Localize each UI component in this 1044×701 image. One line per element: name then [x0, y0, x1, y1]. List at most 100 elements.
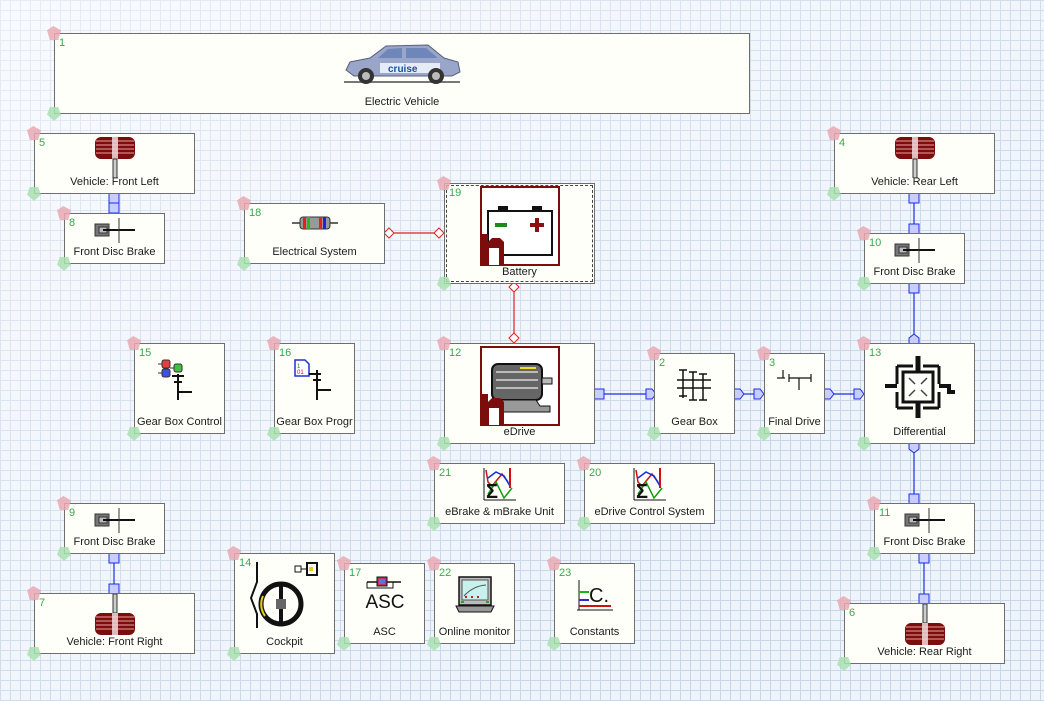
input-pin-icon[interactable]	[757, 346, 771, 360]
output-pin-icon[interactable]	[227, 647, 241, 661]
connection-13-11[interactable]	[908, 442, 920, 505]
input-pin-icon[interactable]	[427, 556, 441, 570]
output-pin-icon[interactable]	[437, 277, 451, 291]
input-pin-icon[interactable]	[867, 496, 881, 510]
block-label: Front Disc Brake	[873, 266, 956, 278]
connection-18-19[interactable]	[383, 227, 445, 239]
block-label: Battery	[502, 266, 537, 278]
block-online-monitor[interactable]: 22 Online monitor	[427, 556, 515, 651]
input-pin-icon[interactable]	[437, 336, 451, 350]
input-pin-icon[interactable]	[857, 336, 871, 350]
final-drive-icon	[776, 370, 812, 390]
block-constants[interactable]: 23 C. Constants	[547, 556, 635, 651]
output-pin-icon[interactable]	[127, 427, 141, 441]
output-pin-icon[interactable]	[857, 437, 871, 451]
block-label: Gear Box Progr	[276, 416, 353, 428]
block-battery[interactable]: 19 Battery	[437, 176, 595, 291]
input-pin-icon[interactable]	[127, 336, 141, 350]
connection-2-3[interactable]	[733, 388, 765, 400]
block-final-drive[interactable]: 3 Final Drive	[757, 346, 825, 441]
input-pin-icon[interactable]	[857, 226, 871, 240]
electric-motor-icon	[479, 346, 560, 426]
output-pin-icon[interactable]	[427, 637, 441, 651]
disc-brake-icon	[904, 508, 945, 533]
output-pin-icon[interactable]	[757, 427, 771, 441]
output-pin-icon[interactable]	[837, 657, 851, 671]
output-pin-icon[interactable]	[437, 437, 451, 451]
connection-11-6[interactable]	[918, 552, 930, 605]
output-pin-icon[interactable]	[647, 427, 661, 441]
block-front-disc-brake-10[interactable]: 10 Front Disc Brake	[857, 226, 965, 291]
block-number: 3	[769, 357, 776, 369]
svg-text:Σ: Σ	[636, 481, 648, 502]
block-number: 19	[449, 187, 462, 199]
block-label: Electric Vehicle	[364, 96, 440, 108]
output-pin-icon[interactable]	[237, 257, 251, 271]
connection-19-12[interactable]	[508, 281, 520, 344]
output-pin-icon[interactable]	[27, 647, 41, 661]
input-pin-icon[interactable]	[27, 126, 41, 140]
svg-text:01: 01	[297, 370, 304, 376]
input-pin-icon[interactable]	[27, 586, 41, 600]
output-pin-icon[interactable]	[57, 547, 71, 561]
block-vehicle-front-left[interactable]: 5 Vehicle: Front Left	[27, 126, 195, 201]
output-pin-icon[interactable]	[427, 517, 441, 531]
block-differential[interactable]: 13 Differential	[857, 336, 975, 451]
block-vehicle-rear-right[interactable]: 6 Vehicle: Rear Right	[837, 596, 1005, 671]
block-edrive-control-system[interactable]: 20 Σ eDrive Control System	[577, 456, 715, 531]
block-number: 7	[39, 597, 46, 609]
connection-9-7[interactable]	[108, 552, 120, 595]
input-pin-icon[interactable]	[547, 556, 561, 570]
input-pin-icon[interactable]	[47, 26, 61, 40]
input-pin-icon[interactable]	[647, 346, 661, 360]
block-edrive[interactable]: 12 eDrive	[437, 336, 595, 451]
output-pin-icon[interactable]	[577, 517, 591, 531]
connection-4-10[interactable]	[908, 192, 920, 235]
input-pin-icon[interactable]	[427, 456, 441, 470]
input-pin-icon[interactable]	[267, 336, 281, 350]
block-asc[interactable]: 17 ASC ASC	[337, 556, 425, 651]
block-electric-vehicle[interactable]: 1 cruise Electric Vehicle	[47, 26, 750, 121]
input-pin-icon[interactable]	[827, 126, 841, 140]
block-number: 20	[589, 467, 602, 479]
block-gear-box[interactable]: 2 Gear Box	[647, 346, 735, 441]
block-ebrake-mbrake-unit[interactable]: 21 Σ eBrake & mBrake Unit	[427, 456, 565, 531]
output-pin-icon[interactable]	[27, 187, 41, 201]
block-vehicle-rear-left[interactable]: 4 Vehicle: Rear Left	[827, 126, 995, 201]
block-label: Front Disc Brake	[73, 246, 156, 258]
block-number: 17	[349, 567, 362, 579]
block-vehicle-front-right[interactable]: 7 Vehicle: Front Right	[27, 586, 195, 661]
block-number: 22	[439, 567, 452, 579]
output-pin-icon[interactable]	[47, 107, 61, 121]
block-gear-box-control[interactable]: 15 Gear Box Control	[127, 336, 225, 441]
output-pin-icon[interactable]	[857, 277, 871, 291]
block-front-disc-brake-9[interactable]: 9 Front Disc Brake	[57, 496, 165, 561]
output-pin-icon[interactable]	[57, 257, 71, 271]
output-pin-icon[interactable]	[827, 187, 841, 201]
wheel-icon	[904, 604, 945, 645]
output-pin-icon[interactable]	[547, 637, 561, 651]
input-pin-icon[interactable]	[337, 556, 351, 570]
output-pin-icon[interactable]	[337, 637, 351, 651]
input-pin-icon[interactable]	[577, 456, 591, 470]
block-label: Gear Box Control	[137, 416, 222, 428]
block-front-disc-brake-8[interactable]: 8 Front Disc Brake	[57, 206, 165, 271]
output-pin-icon[interactable]	[267, 427, 281, 441]
connection-3-13[interactable]	[823, 388, 865, 400]
block-front-disc-brake-11[interactable]: 11 Front Disc Brake	[867, 496, 975, 561]
input-pin-icon[interactable]	[437, 176, 451, 190]
input-pin-icon[interactable]	[57, 496, 71, 510]
connection-12-2[interactable]	[593, 388, 657, 400]
connection-10-13[interactable]	[908, 282, 920, 345]
block-electrical-system[interactable]: 18 Electrical System	[237, 196, 385, 271]
input-pin-icon[interactable]	[57, 206, 71, 220]
input-pin-icon[interactable]	[837, 596, 851, 610]
block-gear-box-program[interactable]: 16 1 01 Gear Box Progr	[267, 336, 355, 441]
block-number: 1	[59, 37, 66, 49]
input-pin-icon[interactable]	[237, 196, 251, 210]
input-pin-icon[interactable]	[227, 546, 241, 560]
block-cockpit[interactable]: 14 Cockpit	[227, 546, 335, 661]
output-pin-icon[interactable]	[867, 547, 881, 561]
connection-5-8[interactable]	[108, 192, 120, 214]
